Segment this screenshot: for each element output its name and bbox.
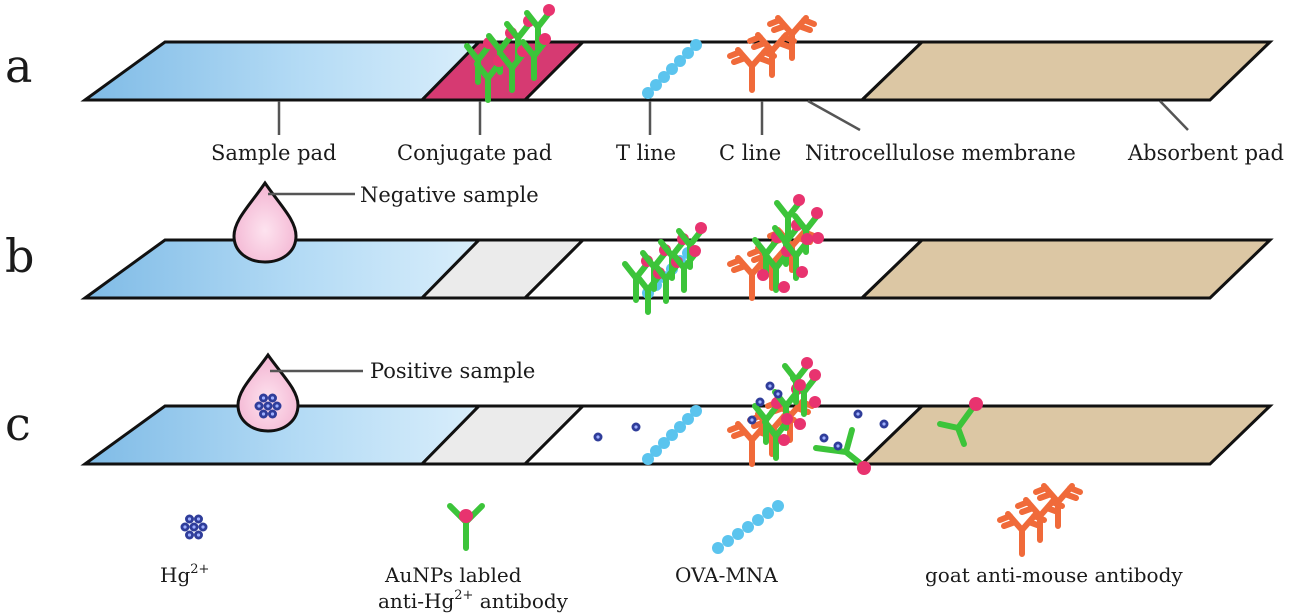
positive-sample-label: Positive sample (370, 359, 535, 383)
membrane-a (521, 40, 926, 102)
leader-lines-a (277, 99, 1189, 135)
sample-pad-a (80, 40, 483, 102)
legend-goat-label: goat anti-mouse antibody (925, 563, 1183, 587)
label-t-line: T line (616, 141, 676, 165)
row-b: b Negative sample (5, 180, 1274, 312)
absorbent-antibody-c (937, 397, 983, 447)
legend-hg-icon (180, 514, 208, 540)
negative-sample-label: Negative sample (360, 183, 539, 207)
absorbent-pad-a (858, 40, 1274, 102)
label-membrane: Nitrocellulose membrane (805, 141, 1076, 165)
absorbent-pad-b (858, 238, 1274, 300)
row-letter-b: b (5, 229, 34, 283)
c-line-b (730, 194, 824, 298)
absorbent-pad-c (858, 404, 1274, 466)
c-line-c (730, 357, 821, 464)
membrane-b (521, 238, 926, 300)
row-letter-c: c (5, 397, 31, 451)
legend-goat-antibody-icon (1000, 486, 1080, 554)
row-a: a (5, 4, 1284, 165)
legend-ova-icon (712, 500, 784, 554)
migrating-antibody-c (813, 427, 871, 475)
row-letter-a: a (5, 39, 32, 93)
legend-aunp-antibody-icon (447, 503, 485, 551)
positive-sample-drop (236, 352, 300, 433)
legend-aunp-label-1: AuNPs labled (384, 563, 522, 587)
membrane-c (521, 404, 926, 466)
row-c: c Positive sample (5, 352, 1274, 475)
label-sample-pad: Sample pad (211, 141, 337, 165)
label-c-line: C line (719, 141, 781, 165)
label-absorbent-pad: Absorbent pad (1127, 141, 1284, 165)
legend: Hg2+ AuNPs labled anti-Hg2+ antibody OVA… (160, 486, 1183, 613)
label-conjugate-pad: Conjugate pad (397, 141, 552, 165)
legend-ova-label: OVA-MNA (675, 563, 778, 587)
negative-sample-drop (232, 180, 298, 264)
legend-aunp-label-2: anti-Hg2+ antibody (378, 588, 569, 613)
legend-hg-label: Hg2+ (160, 562, 209, 587)
